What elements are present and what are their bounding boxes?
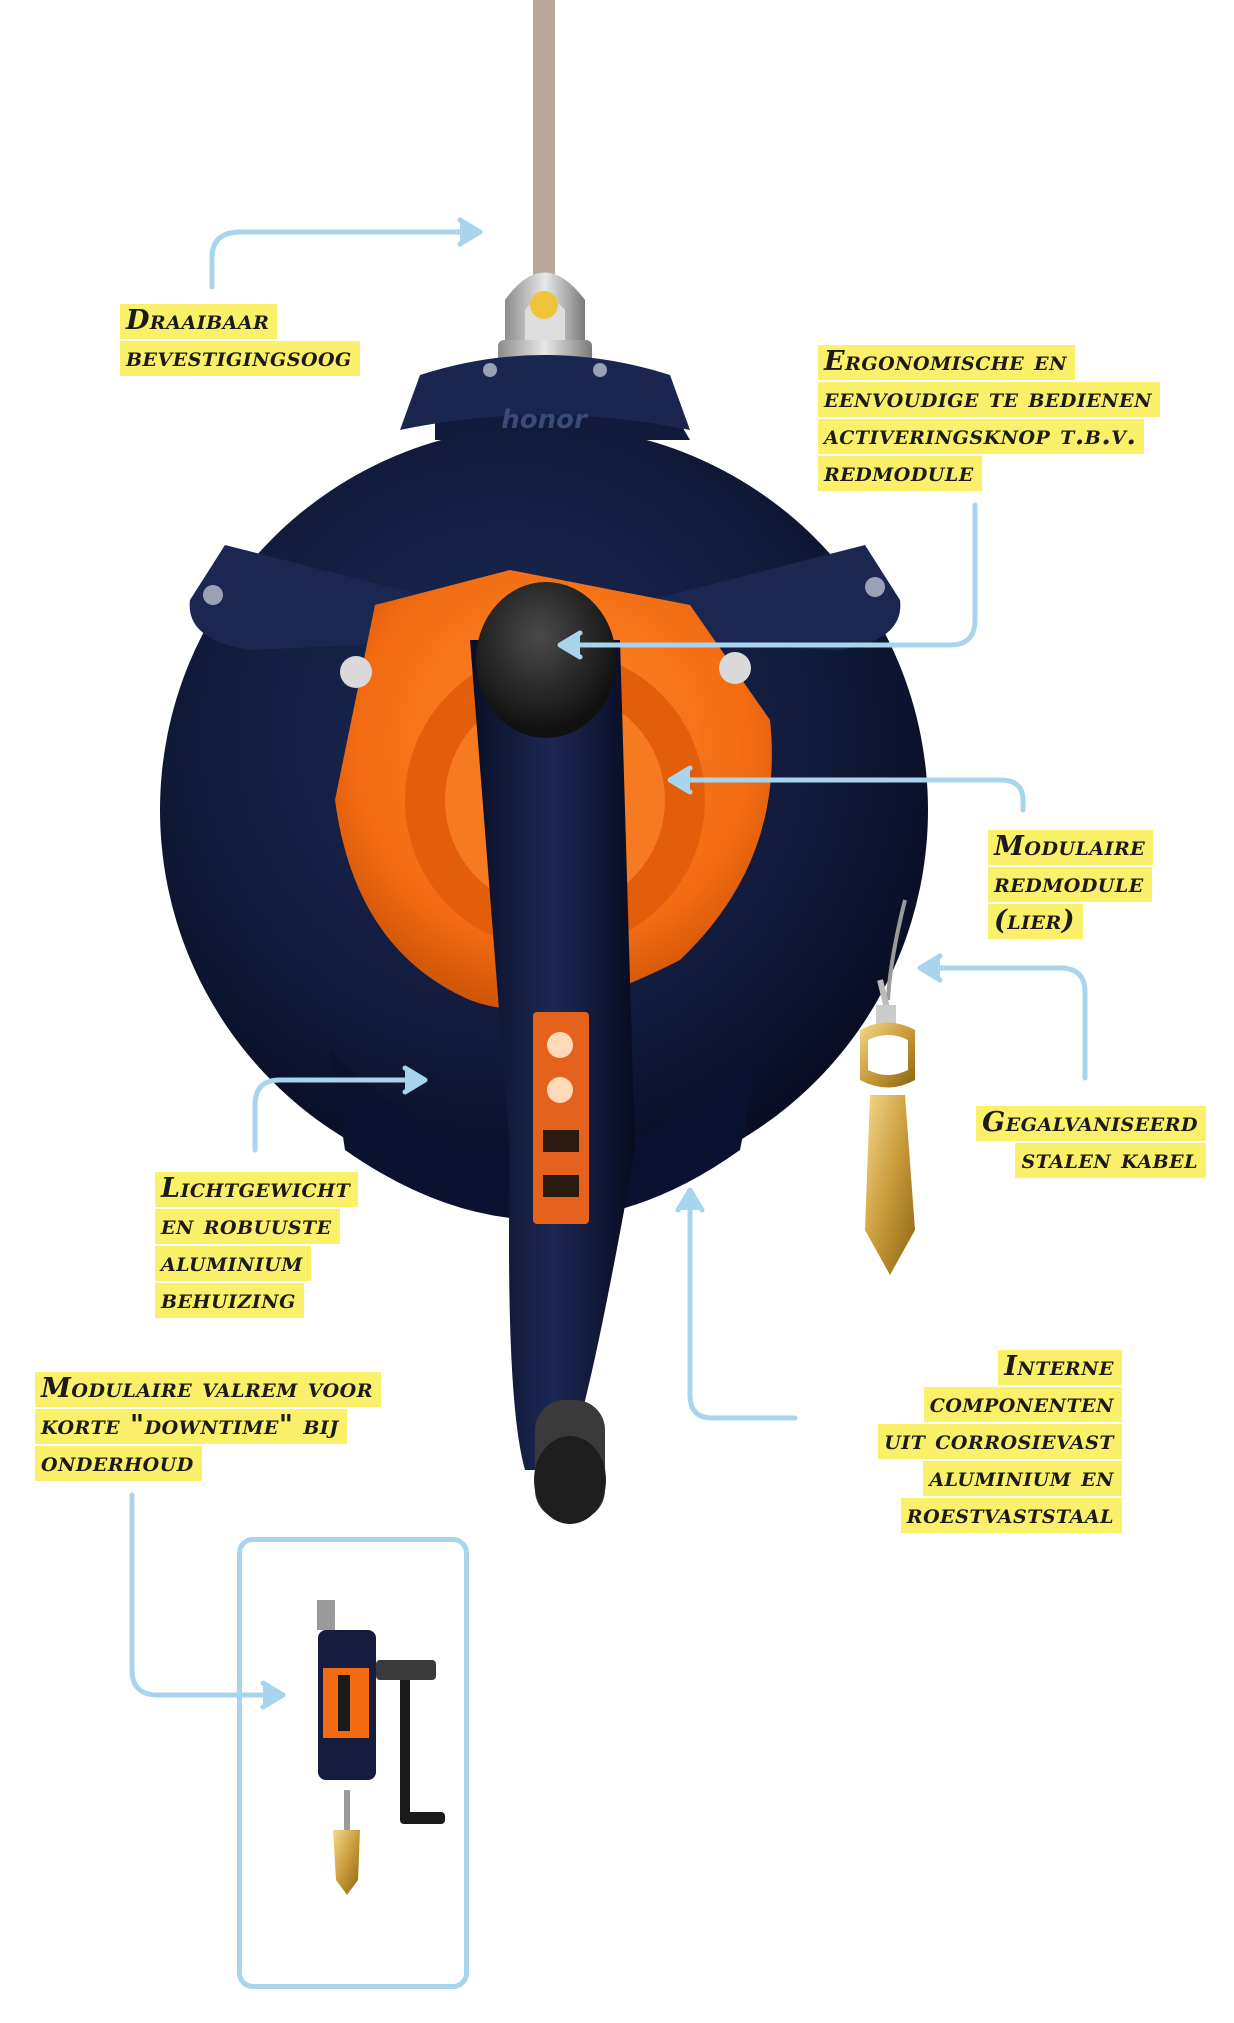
- activation-knob: [476, 582, 616, 738]
- arrow-activation-knob: [562, 502, 978, 648]
- callout-steel-cable: Gegalvaniseerd stalen kabel: [976, 1104, 1206, 1178]
- inset-unit: [317, 1600, 445, 1895]
- instruction-label: [533, 1012, 589, 1224]
- callout-housing: Lichtgewicht en robuuste aluminium behui…: [155, 1170, 359, 1318]
- callout-activation-knob: Ergonomische en eenvoudige te bedienen a…: [818, 343, 1160, 491]
- top-rope: [533, 0, 555, 305]
- arrow-internal-parts: [687, 1192, 798, 1421]
- brand-mark: honor: [501, 405, 589, 435]
- arrow-housing: [252, 1077, 423, 1153]
- arrow-steel-cable: [922, 965, 1088, 1081]
- callout-swivel-eye: Draaibaar bevestigingsoog: [120, 302, 360, 376]
- swivel-eye: [498, 272, 592, 366]
- snap-hook: [860, 1022, 915, 1275]
- arrows: [129, 217, 1088, 1710]
- callout-rescue-module: Modulaire redmodule (lier): [988, 828, 1154, 939]
- arrow-swivel-eye: [209, 229, 478, 290]
- callout-modular-fall-arrest: Modulaire valrem voor korte "downtime" b…: [35, 1370, 382, 1481]
- crank-arm: [470, 640, 635, 1524]
- inset-frame: [237, 1537, 469, 1989]
- arrow-rescue-module: [672, 777, 1026, 813]
- arrow-modular-fall-arrest: [129, 1492, 281, 1698]
- callout-internal-parts: Interne componenten uit corrosievast alu…: [878, 1348, 1122, 1533]
